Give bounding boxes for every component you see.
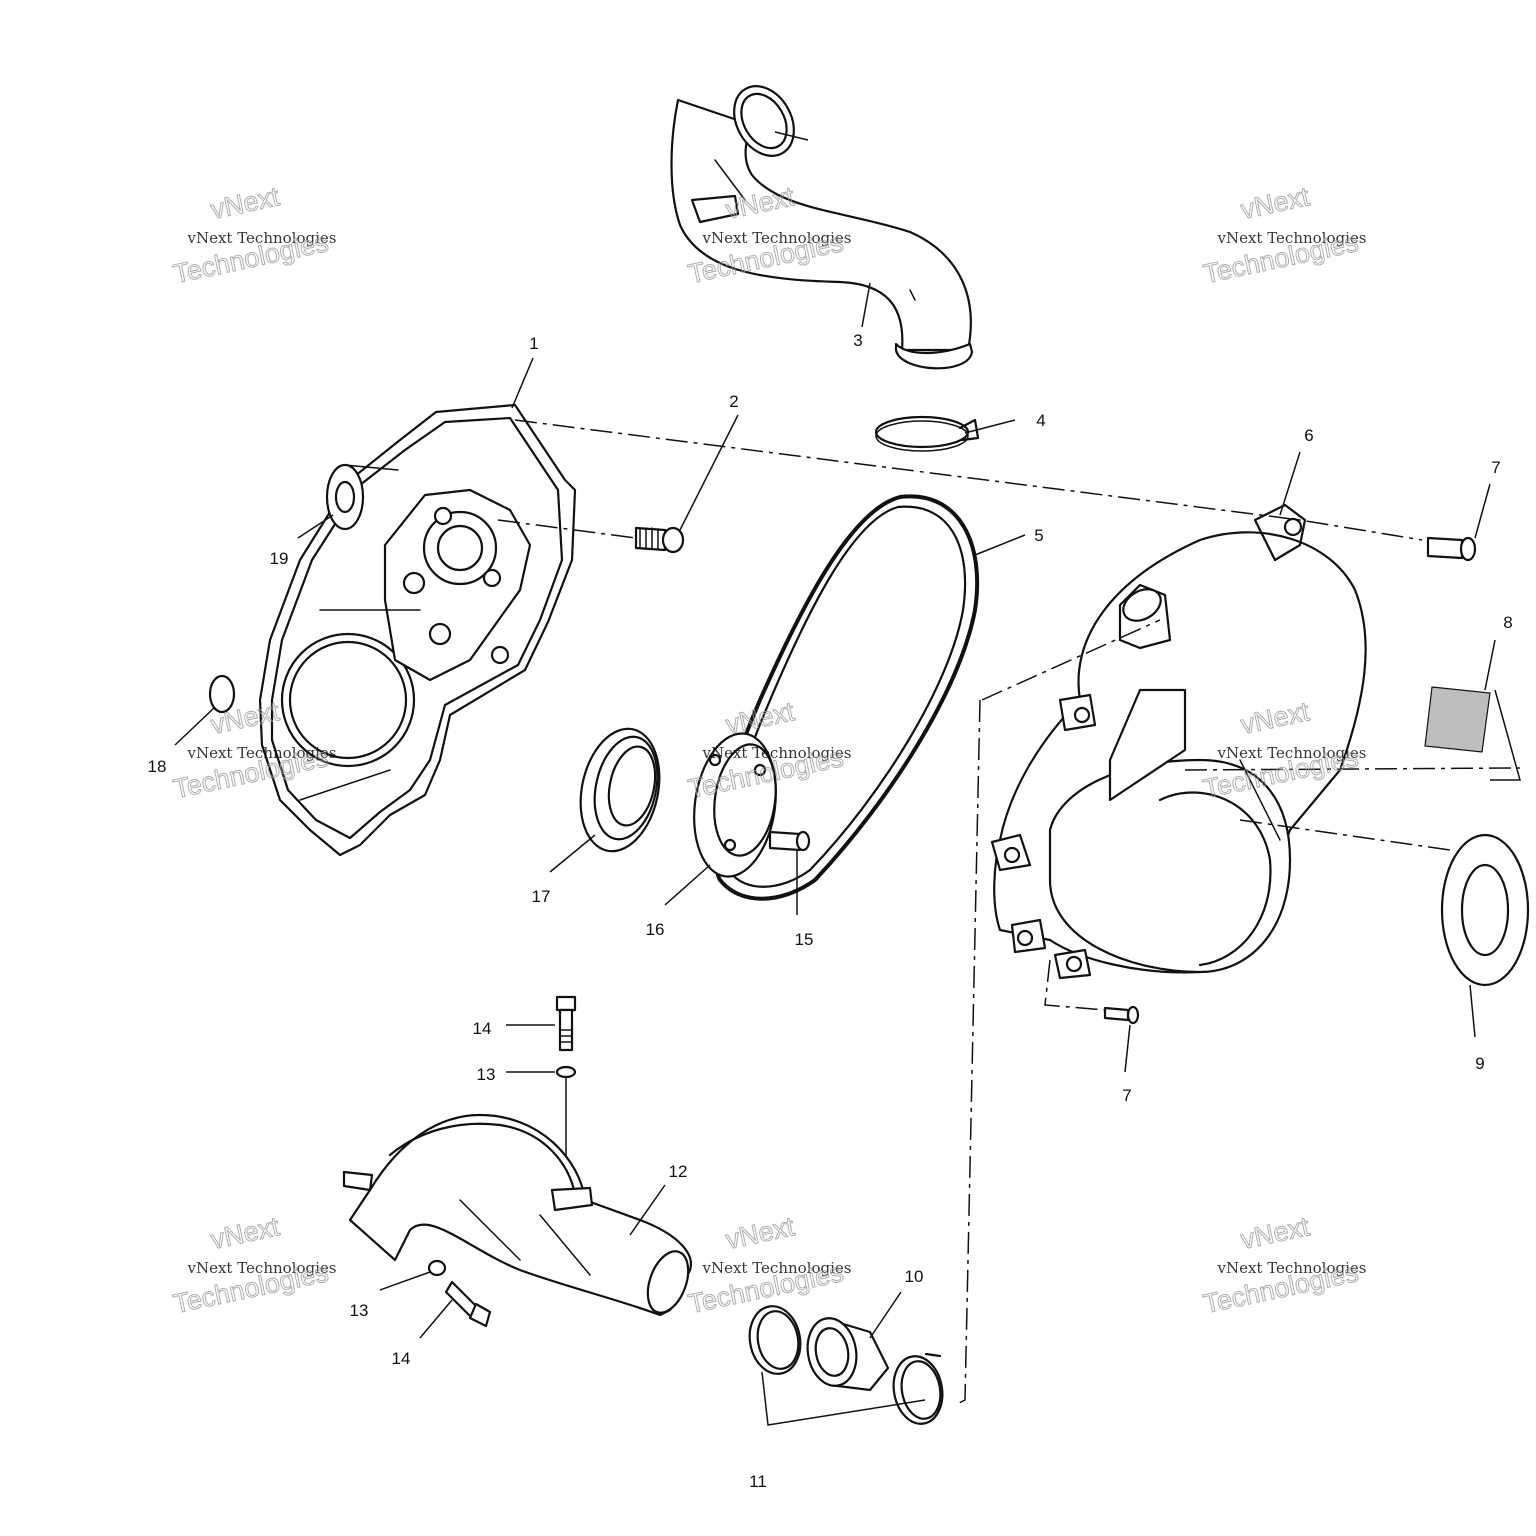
- callout-4: 4: [1036, 411, 1045, 430]
- callout-2: 2: [729, 392, 738, 411]
- svg-text:vNext Technologies: vNext Technologies: [186, 229, 336, 247]
- bolt-part-2: [634, 526, 685, 554]
- screw-part-7-bottom: [1103, 1005, 1140, 1025]
- drive-belt-part: [713, 494, 980, 901]
- callout-18: 18: [148, 757, 167, 776]
- callout-17: 17: [532, 887, 551, 906]
- svg-text:vNext: vNext: [208, 181, 282, 225]
- callout-15: 15: [795, 930, 814, 949]
- callout-19: 19: [270, 549, 289, 568]
- svg-text:vNext Technologies: vNext Technologies: [186, 1259, 336, 1277]
- watermark-5: vNext vNext Technologies Technologies: [685, 696, 851, 805]
- plug-part-18: [208, 674, 236, 714]
- callout-16: 16: [646, 920, 665, 939]
- callout-labels: 1 2 3 4 5 6 7 7 8 9 10 11 12 13 13 14 14…: [148, 331, 1513, 1491]
- hose-clamp-part: [874, 415, 980, 452]
- gasket-ring-part-9: [1440, 833, 1530, 987]
- intake-duct-part: [670, 85, 974, 370]
- callout-14-top: 14: [473, 1019, 492, 1038]
- watermark-1: vNext vNext Technologies Technologies: [170, 181, 336, 290]
- callout-12: 12: [669, 1162, 688, 1181]
- callout-1: 1: [529, 334, 538, 353]
- inner-clutch-cover-part: [258, 403, 577, 857]
- svg-text:vNext Technologies: vNext Technologies: [1216, 744, 1366, 762]
- callout-8: 8: [1503, 613, 1512, 632]
- callout-3: 3: [853, 331, 862, 350]
- watermark-7: vNext vNext Technologies Technologies: [170, 1211, 336, 1320]
- callout-9: 9: [1475, 1054, 1484, 1073]
- svg-text:vNext: vNext: [1238, 1211, 1312, 1255]
- svg-text:vNext Technologies: vNext Technologies: [701, 229, 851, 247]
- watermark-9: vNext vNext Technologies Technologies: [1200, 1211, 1366, 1320]
- svg-text:vNext: vNext: [1238, 181, 1312, 225]
- washer-part-19: [325, 463, 399, 531]
- callout-6: 6: [1304, 426, 1313, 445]
- callout-10: 10: [905, 1267, 924, 1286]
- svg-text:vNext: vNext: [208, 1211, 282, 1255]
- svg-text:vNext Technologies: vNext Technologies: [1216, 1259, 1366, 1277]
- callout-7-bottom: 7: [1122, 1086, 1131, 1105]
- bolt-part-14-bottom: [444, 1280, 492, 1328]
- watermark-3: vNext vNext Technologies Technologies: [1200, 181, 1366, 290]
- watermark-8: vNext vNext Technologies Technologies: [685, 1211, 851, 1320]
- callout-5: 5: [1034, 526, 1043, 545]
- svg-text:vNext: vNext: [723, 696, 797, 740]
- svg-text:vNext: vNext: [723, 1211, 797, 1255]
- decal-part-8: [1424, 686, 1491, 753]
- svg-text:vNext Technologies: vNext Technologies: [701, 1259, 851, 1277]
- clamp-part-11-right: [892, 1352, 944, 1425]
- svg-text:vNext Technologies: vNext Technologies: [1216, 229, 1366, 247]
- bolt-part-14-top: [555, 995, 577, 1052]
- svg-text:vNext Technologies: vNext Technologies: [186, 744, 336, 762]
- leader-lines: [174, 131, 1496, 1426]
- seal-part-17: [579, 727, 661, 853]
- callout-7-top: 7: [1491, 458, 1500, 477]
- callout-13-top: 13: [477, 1065, 496, 1084]
- outer-clutch-cover-part: [990, 503, 1367, 980]
- pulley-plate-part-16: [693, 732, 777, 878]
- svg-text:vNext Technologies: vNext Technologies: [701, 744, 851, 762]
- bolt-part-15: [768, 830, 811, 852]
- callout-14-bottom: 14: [392, 1349, 411, 1368]
- exhaust-duct-part: [342, 1113, 692, 1317]
- callout-11: 11: [749, 1472, 767, 1491]
- assembly-lines: [497, 419, 1521, 1406]
- coupler-part-10: [806, 1317, 890, 1392]
- clamp-part-11-left: [748, 1305, 802, 1375]
- washer-part-13-bottom: [427, 1259, 447, 1277]
- callout-13-bottom: 13: [350, 1301, 369, 1320]
- screw-part-7-top: [1426, 536, 1477, 562]
